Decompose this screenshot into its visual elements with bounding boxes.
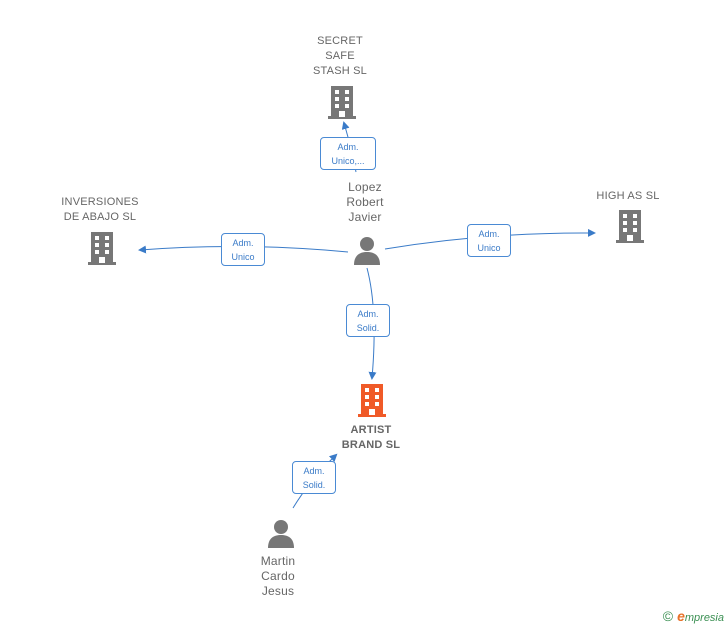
- edge-label-line: Adm.: [478, 228, 500, 239]
- edge-label-line: Solid.: [302, 479, 326, 490]
- node-label-inversiones-de-abajo: INVERSIONES DE ABAJO SL: [61, 196, 139, 223]
- building-icon[interactable]: [614, 208, 646, 244]
- node-label-lopez-robert-javier: Lopez Robert Javier: [346, 180, 384, 224]
- edge-label-to-secret[interactable]: Adm. Unico,...: [320, 137, 376, 170]
- edge-label-to-inversiones[interactable]: Adm. Unico: [221, 233, 265, 266]
- edge-label-line: Solid.: [356, 322, 380, 333]
- person-icon[interactable]: [352, 235, 382, 265]
- node-label-secret-safe-stash: SECRET SAFE STASH SL: [313, 35, 367, 77]
- building-icon[interactable]: [86, 230, 118, 266]
- edge-label-to-high-as[interactable]: Adm. Unico: [467, 224, 511, 257]
- brand-logo: empresia: [677, 608, 724, 624]
- edge-label-line: Adm.: [337, 141, 359, 152]
- copyright-icon: ©: [662, 608, 674, 624]
- node-label-high-as: HIGH AS SL: [596, 190, 660, 202]
- node-label-artist-brand: ARTIST BRAND SL: [341, 424, 401, 451]
- edge-label-line: Unico: [477, 242, 501, 253]
- edge-label-line: Unico,...: [331, 155, 365, 166]
- building-icon[interactable]: [356, 382, 388, 418]
- brand-name: mpresia: [684, 612, 724, 624]
- edge-label-line: Adm.: [303, 465, 325, 476]
- brand-initial: e: [677, 608, 685, 624]
- edge-label-line: Unico: [231, 251, 255, 262]
- edge-label-lopez-to-artist[interactable]: Adm. Solid.: [346, 304, 390, 337]
- footer-brand[interactable]: © empresia: [663, 608, 724, 624]
- building-icon[interactable]: [326, 84, 358, 120]
- person-icon[interactable]: [266, 518, 296, 548]
- edge-label-martin-to-artist[interactable]: Adm. Solid.: [292, 461, 336, 494]
- edge-label-line: Adm.: [357, 308, 379, 319]
- edge-label-line: Adm.: [232, 237, 254, 248]
- node-label-martin-cardo-jesus: Martin Cardo Jesus: [260, 554, 296, 598]
